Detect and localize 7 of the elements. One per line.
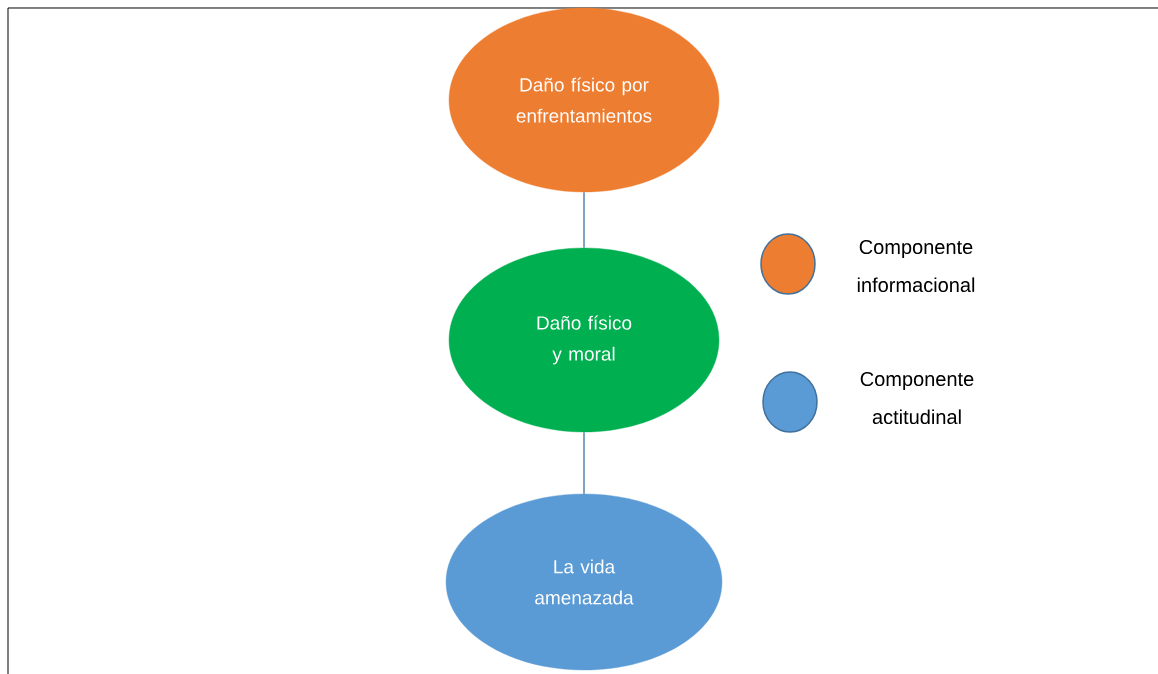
legend-text: Componente informacional [857,239,975,293]
connector-line [583,191,585,249]
ellipse-node: Daño físico por enfrentamientos [448,7,720,193]
ellipse-node: Daño físico y moral [448,247,720,433]
connector-line [583,431,585,495]
legend-text: Componente actitudinal [860,371,974,425]
ellipse-node: La vida amenazada [445,493,723,671]
